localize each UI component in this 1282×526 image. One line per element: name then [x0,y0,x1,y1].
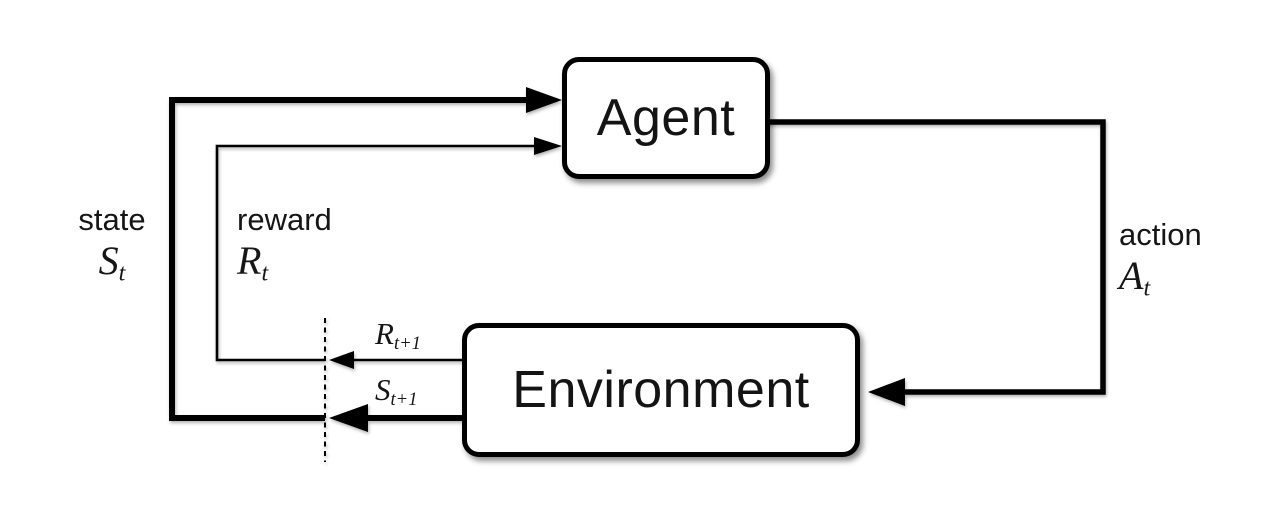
next-reward-arrowhead-icon [329,351,354,369]
environment-label: Environment [512,361,810,419]
action-symbol: At [1119,252,1151,302]
reward-word: reward [237,202,332,237]
reward-label: reward Rt [237,202,332,287]
action-line [766,119,1106,395]
action-arrowhead-icon [868,378,905,406]
action-label: action At [1119,217,1202,302]
reward-symbol: Rt [237,237,269,287]
state-arrowhead-icon [526,87,562,113]
state-word: state [78,202,146,237]
next-state-symbol: St+1 [375,372,418,411]
action-word: action [1119,217,1202,252]
reward-arrowhead-icon [534,137,562,155]
environment-box: Environment [462,323,860,457]
agent-label: Agent [596,89,736,147]
next-reward-symbol: Rt+1 [375,316,421,355]
state-label: state St [60,202,164,287]
reward-line [215,144,538,362]
agent-box: Agent [562,57,770,179]
next-state-arrowhead-icon [329,404,368,432]
state-symbol: St [98,237,126,287]
state-line [169,97,528,421]
